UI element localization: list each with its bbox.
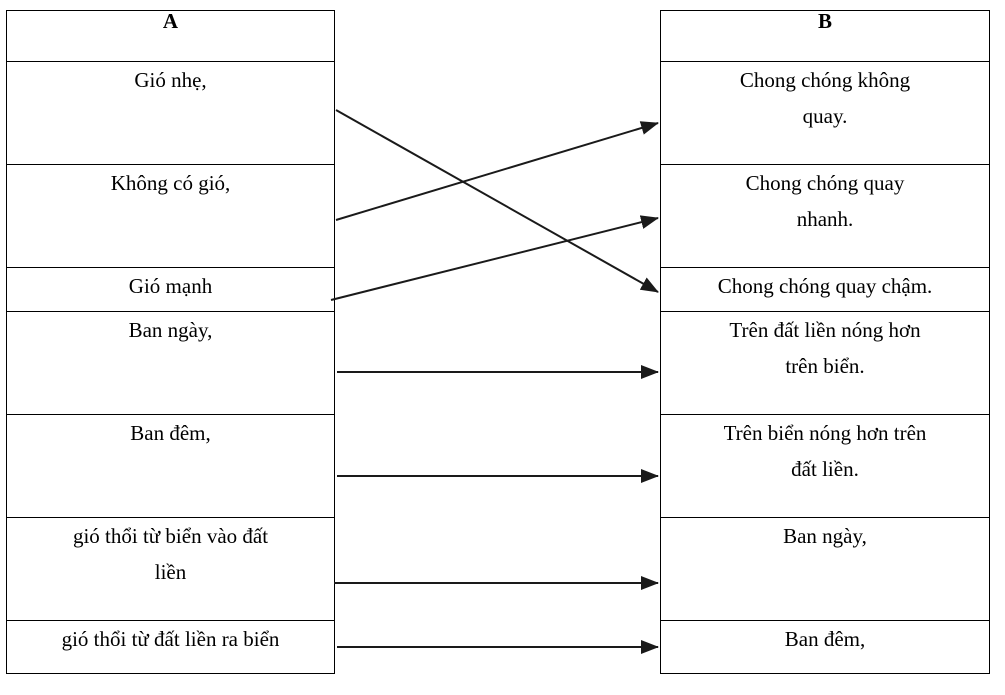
table-row: Gió nhẹ, bbox=[6, 61, 335, 165]
table-row: Ban đêm, bbox=[6, 414, 335, 518]
connection-arrow-a1-to-b3 bbox=[335, 109, 659, 293]
cell-b1[interactable]: Chong chóng không quay. bbox=[660, 61, 990, 165]
table-row: Trên biển nóng hơn trên đất liền. bbox=[660, 414, 990, 518]
cell-a3[interactable]: Gió mạnh bbox=[6, 267, 335, 312]
cell-a1[interactable]: Gió nhẹ, bbox=[6, 61, 335, 165]
cell-b4[interactable]: Trên đất liền nóng hơn trên biển. bbox=[660, 311, 990, 415]
cell-a3-label: Gió mạnh bbox=[128, 274, 213, 298]
cell-a5-label: Ban đêm, bbox=[130, 421, 211, 445]
cell-b2[interactable]: Chong chóng quay nhanh. bbox=[660, 164, 990, 268]
column-a-body: A Gió nhẹ, Không có gió, Gió mạnh Ban ng… bbox=[6, 10, 335, 674]
table-row: Chong chóng không quay. bbox=[660, 61, 990, 165]
connection-arrow-a3-to-b2 bbox=[330, 215, 659, 301]
connection-lines bbox=[330, 109, 659, 654]
cell-a1-label: Gió nhẹ, bbox=[134, 68, 207, 92]
table-row: gió thổi từ đất liền ra biển bbox=[6, 620, 335, 674]
connection-arrow-a2-to-b1 bbox=[335, 121, 659, 221]
table-row-header: B bbox=[660, 10, 990, 62]
cell-b1-label: Chong chóng không quay. bbox=[739, 68, 911, 128]
column-b-table: B Chong chóng không quay. Chong chóng qu… bbox=[660, 10, 990, 674]
table-row: Trên đất liền nóng hơn trên biển. bbox=[660, 311, 990, 415]
table-row: Không có gió, bbox=[6, 164, 335, 268]
cell-b4-label: Trên đất liền nóng hơn trên biển. bbox=[729, 318, 921, 378]
cell-b2-label: Chong chóng quay nhanh. bbox=[745, 171, 905, 231]
cell-b5[interactable]: Trên biển nóng hơn trên đất liền. bbox=[660, 414, 990, 518]
table-row: Ban ngày, bbox=[6, 311, 335, 415]
cell-a2-label: Không có gió, bbox=[110, 171, 231, 195]
cell-a7-label: gió thổi từ đất liền ra biển bbox=[61, 627, 280, 651]
table-row: gió thổi từ biển vào đất liền bbox=[6, 517, 335, 621]
column-b-body: B Chong chóng không quay. Chong chóng qu… bbox=[660, 10, 990, 674]
cell-b7[interactable]: Ban đêm, bbox=[660, 620, 990, 674]
column-a-table: A Gió nhẹ, Không có gió, Gió mạnh Ban ng… bbox=[6, 10, 335, 674]
table-row: Chong chóng quay chậm. bbox=[660, 267, 990, 312]
table-row: Chong chóng quay nhanh. bbox=[660, 164, 990, 268]
cell-b6[interactable]: Ban ngày, bbox=[660, 517, 990, 621]
cell-b7-label: Ban đêm, bbox=[784, 627, 866, 651]
cell-b3-label: Chong chóng quay chậm. bbox=[717, 274, 933, 298]
table-row-header: A bbox=[6, 10, 335, 62]
cell-a6-label: gió thổi từ biển vào đất liền bbox=[72, 524, 269, 584]
column-a-header: A bbox=[6, 10, 335, 62]
table-row: Ban ngày, bbox=[660, 517, 990, 621]
table-row: Gió mạnh bbox=[6, 267, 335, 312]
cell-b3[interactable]: Chong chóng quay chậm. bbox=[660, 267, 990, 312]
cell-a5[interactable]: Ban đêm, bbox=[6, 414, 335, 518]
cell-a6[interactable]: gió thổi từ biển vào đất liền bbox=[6, 517, 335, 621]
cell-a7[interactable]: gió thổi từ đất liền ra biển bbox=[6, 620, 335, 674]
cell-a2[interactable]: Không có gió, bbox=[6, 164, 335, 268]
column-b-header: B bbox=[660, 10, 990, 62]
cell-b6-label: Ban ngày, bbox=[783, 524, 867, 548]
cell-b5-label: Trên biển nóng hơn trên đất liền. bbox=[723, 421, 927, 481]
cell-a4[interactable]: Ban ngày, bbox=[6, 311, 335, 415]
table-row: Ban đêm, bbox=[660, 620, 990, 674]
cell-a4-label: Ban ngày, bbox=[128, 318, 213, 342]
